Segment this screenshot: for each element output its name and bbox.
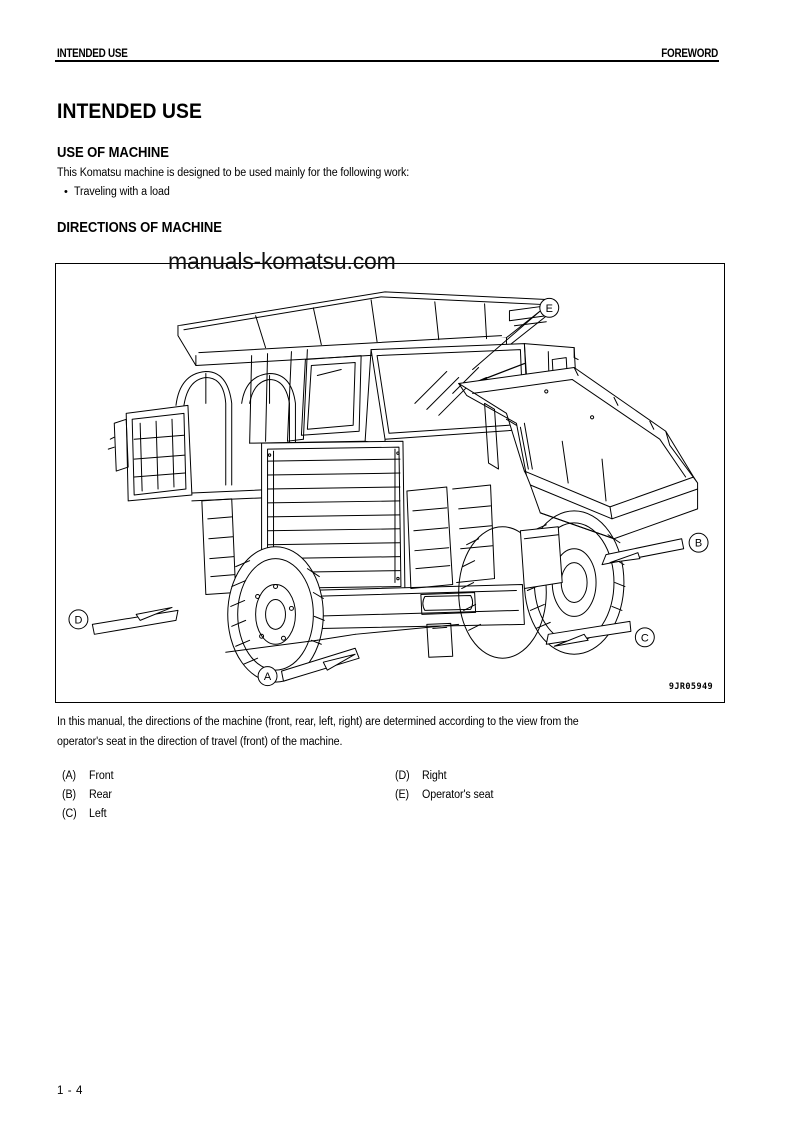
callout-e-group: E [472, 297, 560, 371]
callout-b-label: B [695, 538, 702, 550]
legend-item: (A) Front [62, 770, 115, 789]
legend-value: Right [422, 770, 447, 782]
caption-line-1: In this manual, the directions of the ma… [57, 716, 579, 728]
rear-wheels-group [458, 510, 626, 659]
chassis-underline-group [225, 623, 460, 653]
page-number: 1 - 4 [57, 1085, 84, 1097]
callout-c-label: C [641, 632, 649, 644]
legend-value: Rear [89, 789, 112, 801]
header-section-title: INTENDED USE [57, 48, 128, 60]
dump-truck-line-drawing: E B C [68, 291, 709, 687]
legend-key: (C) [62, 808, 77, 820]
section-heading-directions-of-machine: DIRECTIONS OF MACHINE [57, 220, 222, 236]
legend-item: (B) Rear [62, 789, 115, 808]
callout-c-group: C [545, 620, 655, 648]
legend-column-left: (A) Front (B) Rear (C) Left [62, 770, 115, 827]
figure-caption: In this manual, the directions of the ma… [57, 712, 727, 752]
callout-d-label: D [74, 614, 82, 626]
header-chapter-title: FOREWORD [661, 48, 718, 60]
callout-e-label: E [546, 303, 553, 315]
legend-key: (E) [395, 789, 409, 801]
dump-body-group [458, 367, 699, 540]
legend-value: Operator's seat [422, 789, 494, 801]
figure-dump-truck-directions: E B C [55, 263, 725, 703]
legend-value: Front [89, 770, 114, 782]
list-item-label: Traveling with a load [73, 186, 170, 198]
watermark-text: manuals-komatsu.com [168, 248, 396, 274]
caption-line-2: operator's seat in the direction of trav… [57, 736, 343, 748]
callout-d-group: D [68, 606, 179, 635]
figure-code: 9JR05949 [668, 682, 713, 692]
page-title: INTENDED USE [57, 100, 202, 123]
running-header: INTENDED USE FOREWORD [57, 41, 718, 60]
list-item: • Traveling with a load [64, 185, 177, 199]
bullet-icon: • [64, 186, 68, 198]
legend-key: (D) [395, 770, 410, 782]
legend-item: (E) Operator's seat [395, 789, 499, 808]
front-wheel-group [227, 546, 325, 683]
callout-a-label: A [264, 671, 272, 683]
callout-b-group: B [601, 532, 709, 566]
legend-value: Left [89, 808, 107, 820]
legend-column-right: (D) Right (E) Operator's seat [395, 770, 499, 808]
legend-item: (C) Left [62, 808, 115, 827]
legend-item: (D) Right [395, 770, 499, 789]
legend-key: (B) [62, 789, 76, 801]
header-divider [55, 60, 719, 63]
legend-key: (A) [62, 770, 76, 782]
callout-a-group: A [257, 647, 360, 687]
use-of-machine-intro: This Komatsu machine is designed to be u… [57, 167, 410, 179]
section-heading-use-of-machine: USE OF MACHINE [57, 145, 169, 161]
